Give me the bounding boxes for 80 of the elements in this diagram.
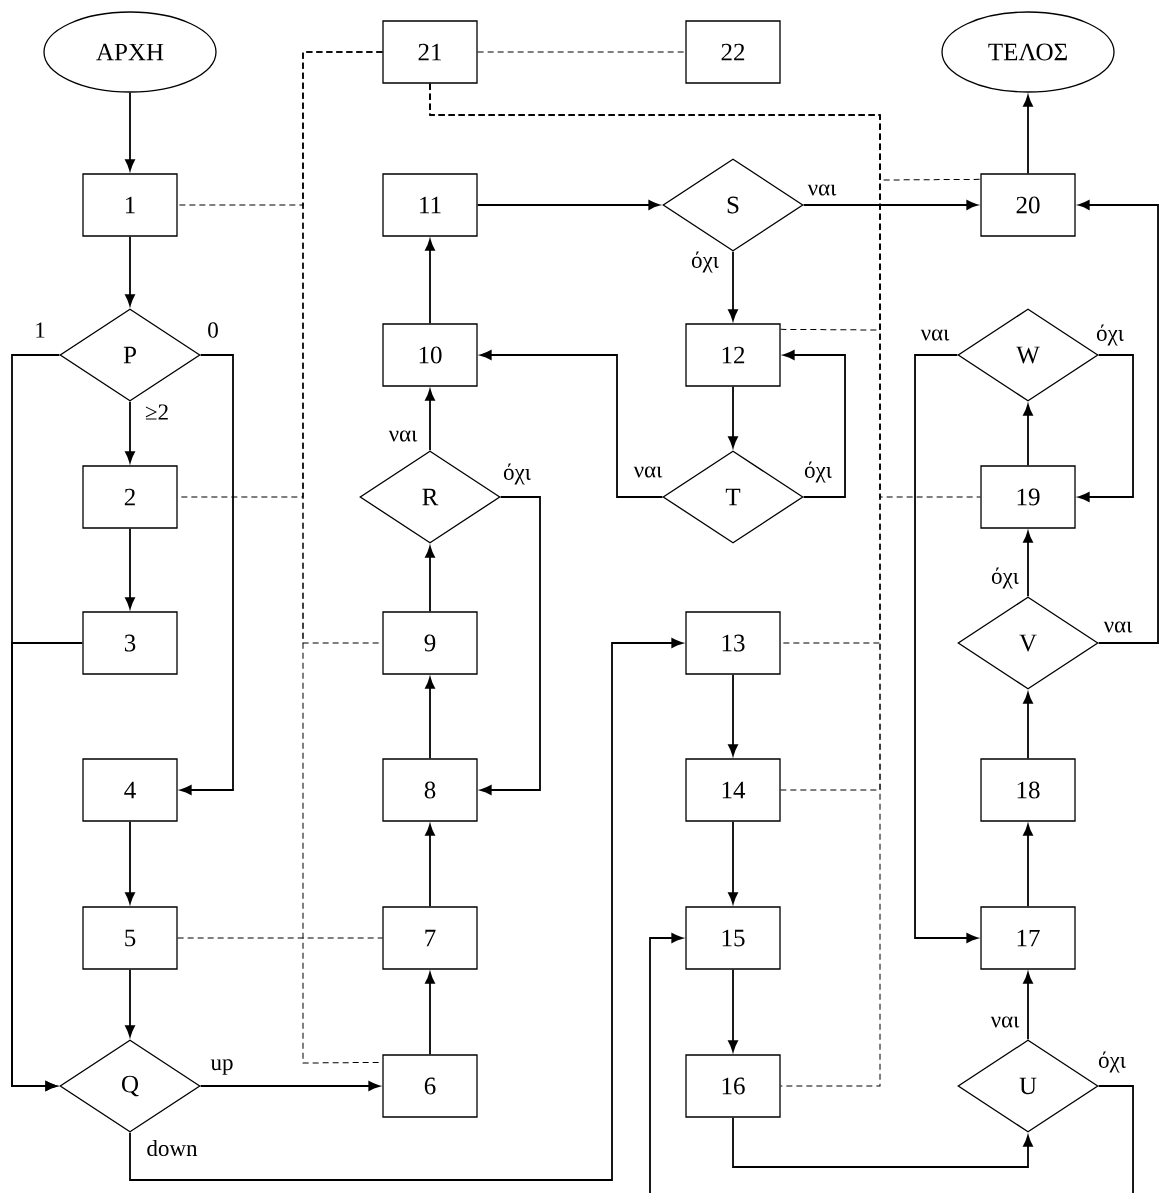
arrow xyxy=(425,389,435,452)
arrow xyxy=(1023,972,1033,1041)
arrow xyxy=(199,1081,380,1091)
process-box: 21 xyxy=(382,20,478,84)
arrow xyxy=(425,972,435,1056)
edge-label: ναι xyxy=(989,1015,1021,1029)
arrow xyxy=(1023,531,1033,598)
edge-label: ναι xyxy=(919,328,951,342)
process-box: 14 xyxy=(685,758,781,822)
arrow xyxy=(129,638,683,1181)
process-box: 13 xyxy=(685,611,781,675)
process-box: 12 xyxy=(685,323,781,387)
process-box: 6 xyxy=(382,1054,478,1118)
edge-label: ναι xyxy=(632,465,664,479)
edge-label: όχι xyxy=(990,566,1020,590)
arrow xyxy=(125,527,135,609)
edge-label: όχι xyxy=(690,250,720,274)
arrow xyxy=(425,239,435,325)
process-box: 5 xyxy=(82,906,178,970)
edge-label: 1 xyxy=(33,321,47,339)
edge-label: up xyxy=(209,1058,235,1076)
arrow xyxy=(1023,95,1033,175)
arrow xyxy=(425,677,435,760)
arrow xyxy=(125,968,135,1037)
process-box: 18 xyxy=(980,758,1076,822)
arrow xyxy=(1078,200,1159,644)
arrow xyxy=(728,250,738,321)
arrow xyxy=(728,385,738,448)
arrow xyxy=(480,350,664,498)
edge-label: όχι xyxy=(803,460,833,484)
process-box: 7 xyxy=(382,906,478,970)
edge-label: ναι xyxy=(806,183,838,197)
arrow xyxy=(914,354,978,943)
arrow xyxy=(476,200,660,210)
arrow xyxy=(1023,824,1033,908)
edge-label: 0 xyxy=(206,321,220,339)
arrow xyxy=(425,824,435,908)
edge-label: ναι xyxy=(1102,620,1134,634)
arrow xyxy=(728,820,738,904)
arrow xyxy=(1023,692,1033,760)
connector-line xyxy=(1097,1085,1134,1193)
arrow xyxy=(728,673,738,756)
arrow xyxy=(480,496,541,795)
edge-label: down xyxy=(145,1138,199,1158)
arrow xyxy=(783,350,846,498)
process-box: 17 xyxy=(980,906,1076,970)
process-box: 9 xyxy=(382,611,478,675)
process-box: 11 xyxy=(382,173,478,237)
process-box: 16 xyxy=(685,1054,781,1118)
arrow xyxy=(125,235,135,306)
arrow xyxy=(728,968,738,1052)
process-box: 22 xyxy=(685,20,781,84)
process-box: 4 xyxy=(82,758,178,822)
process-box: 19 xyxy=(980,465,1076,529)
process-box: 8 xyxy=(382,758,478,822)
process-box: 2 xyxy=(82,465,178,529)
arrow xyxy=(1023,404,1033,467)
arrow xyxy=(125,91,135,171)
arrow xyxy=(1078,354,1134,502)
process-box: 20 xyxy=(980,173,1076,237)
process-box: 10 xyxy=(382,323,478,387)
arrow xyxy=(125,400,135,463)
arrow xyxy=(802,200,978,210)
dashed-line xyxy=(177,937,383,939)
edge-label: ≥2 xyxy=(143,403,171,421)
edge-label: όχι xyxy=(1097,1050,1127,1074)
dashed-line xyxy=(302,51,383,1064)
process-box: 15 xyxy=(685,906,781,970)
arrow xyxy=(125,820,135,904)
dashed-line xyxy=(429,83,881,1087)
edge-label: όχι xyxy=(502,462,532,486)
process-box: 1 xyxy=(82,173,178,237)
arrow xyxy=(732,1116,1033,1168)
process-box: 3 xyxy=(82,611,178,675)
arrow xyxy=(425,546,435,613)
arrow xyxy=(180,354,234,795)
arrow xyxy=(649,933,683,1193)
edge-label: ναι xyxy=(387,429,419,443)
arrow xyxy=(11,642,84,1091)
dashed-line xyxy=(477,51,686,53)
